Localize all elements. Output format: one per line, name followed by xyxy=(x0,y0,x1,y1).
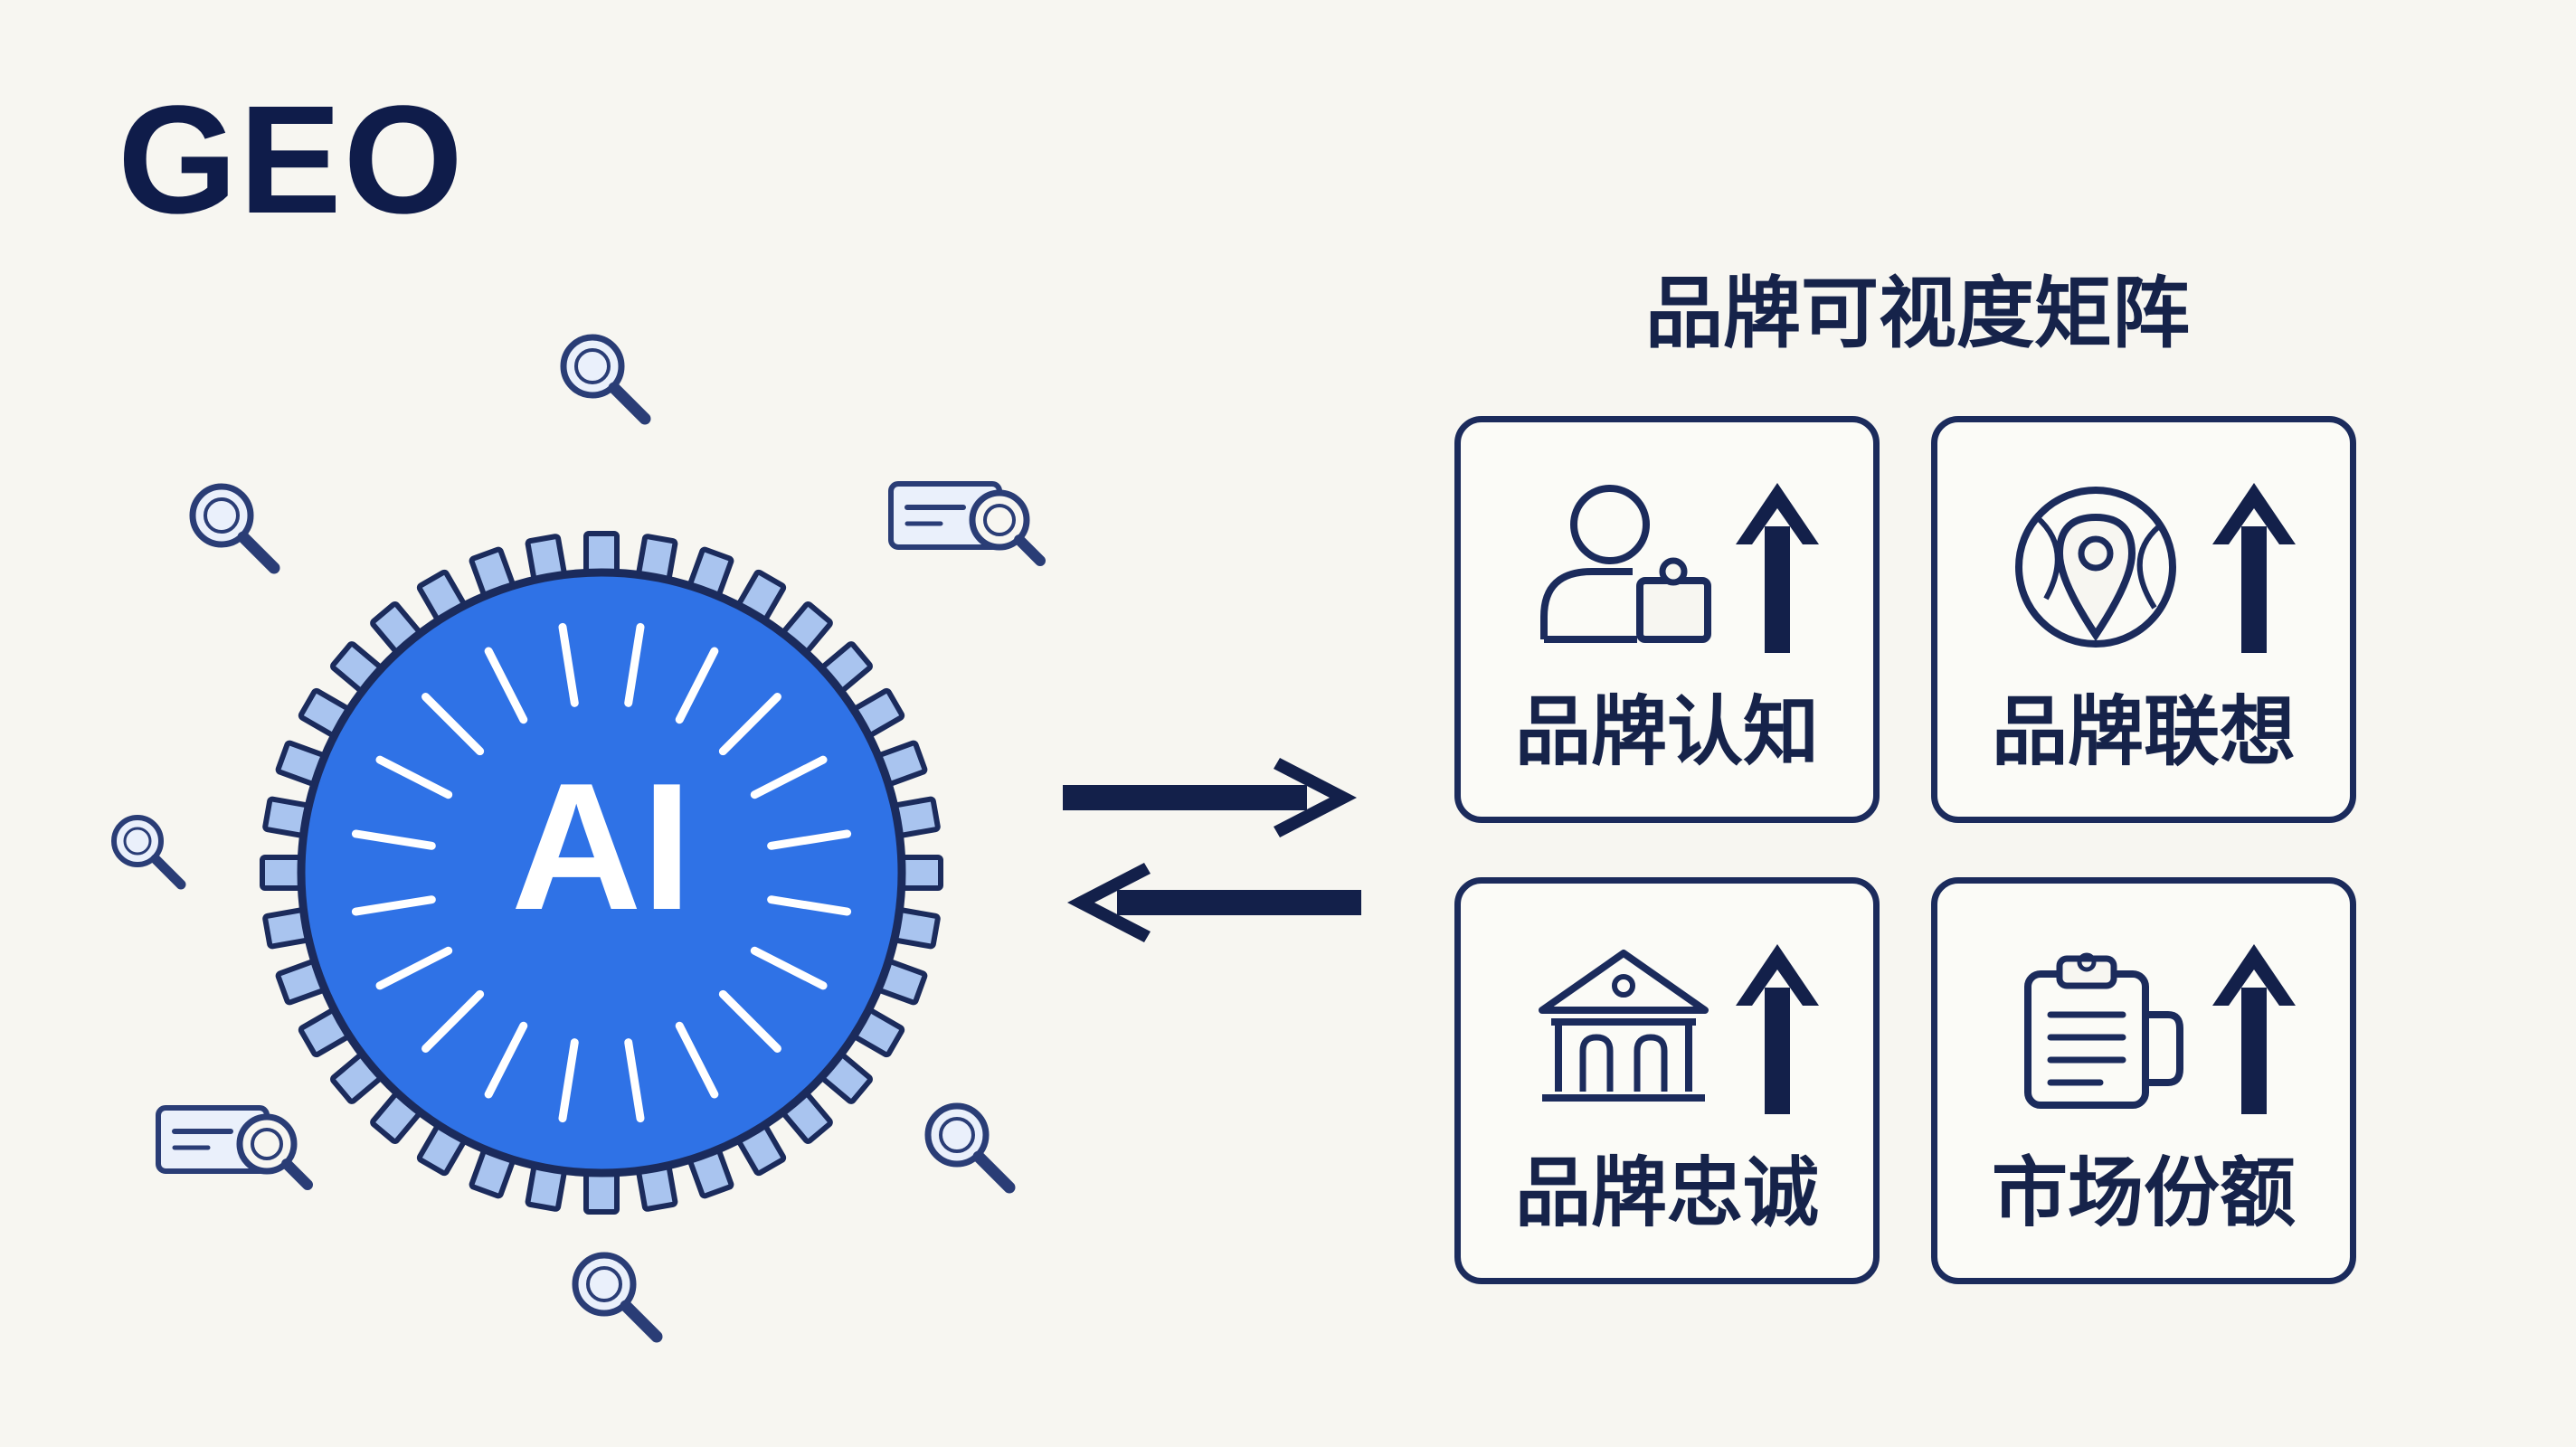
ai-hub-diagram: AI xyxy=(111,334,1046,1343)
hub-ray xyxy=(750,755,828,799)
arrow-left xyxy=(1067,863,1361,942)
hub-ray xyxy=(750,946,828,990)
ai-hub-label: AI xyxy=(511,746,692,948)
hub-ray xyxy=(624,622,645,707)
bidirectional-arrows-icon xyxy=(1063,758,1361,942)
hub-ray xyxy=(351,829,436,850)
magnifier-icon xyxy=(189,483,280,574)
bank-building-icon xyxy=(1539,950,1709,1102)
hub-ray xyxy=(675,1021,719,1099)
arrow-up-icon xyxy=(2212,944,2296,1114)
search-bar-icon xyxy=(156,1105,313,1190)
matrix-card-association: 品牌联想 xyxy=(1931,416,2356,823)
arrow-right xyxy=(1063,758,1357,837)
hub-ray xyxy=(375,755,453,799)
matrix-card-loyalty: 品牌忠诚 xyxy=(1454,877,1880,1284)
hub-ray xyxy=(421,693,485,756)
person-badge-icon xyxy=(1540,485,1711,643)
hub-ray xyxy=(558,1038,579,1123)
hub-ray xyxy=(624,1038,645,1123)
page-title: GEO xyxy=(118,74,465,246)
hub-ray xyxy=(558,622,579,707)
hub-ray xyxy=(351,895,436,916)
arrow-up-icon xyxy=(1736,483,1819,653)
arrow-up-icon xyxy=(2212,483,2296,653)
card-label: 市场份额 xyxy=(1991,1149,2296,1237)
magnifier-icon xyxy=(111,815,186,890)
hub-ray xyxy=(484,647,528,724)
hub-rays xyxy=(351,622,852,1123)
hub-ray xyxy=(718,693,781,756)
arrow-up-icon xyxy=(1736,944,1819,1114)
search-bar-icon xyxy=(888,481,1046,566)
card-label: 品牌联想 xyxy=(1991,687,2296,776)
hub-ray xyxy=(675,647,719,724)
magnifier-icon xyxy=(572,1252,663,1343)
card-label: 品牌认知 xyxy=(1514,687,1819,776)
hub-ray xyxy=(421,989,485,1053)
hub-ray xyxy=(718,989,781,1053)
location-globe-icon xyxy=(2015,487,2176,648)
hub-ray xyxy=(767,829,852,850)
hub-ray xyxy=(484,1021,528,1099)
matrix-card-market-share: 市场份额 xyxy=(1931,877,2356,1284)
hub-ray xyxy=(375,946,453,990)
matrix-card-awareness: 品牌认知 xyxy=(1454,416,1880,823)
hub-ray xyxy=(767,895,852,916)
magnifier-icon xyxy=(560,334,651,425)
magnifier-icon xyxy=(924,1102,1016,1194)
clipboard-mug-icon xyxy=(2024,952,2183,1109)
card-label: 品牌忠诚 xyxy=(1514,1149,1819,1237)
matrix-title: 品牌可视度矩阵 xyxy=(1645,269,2190,359)
